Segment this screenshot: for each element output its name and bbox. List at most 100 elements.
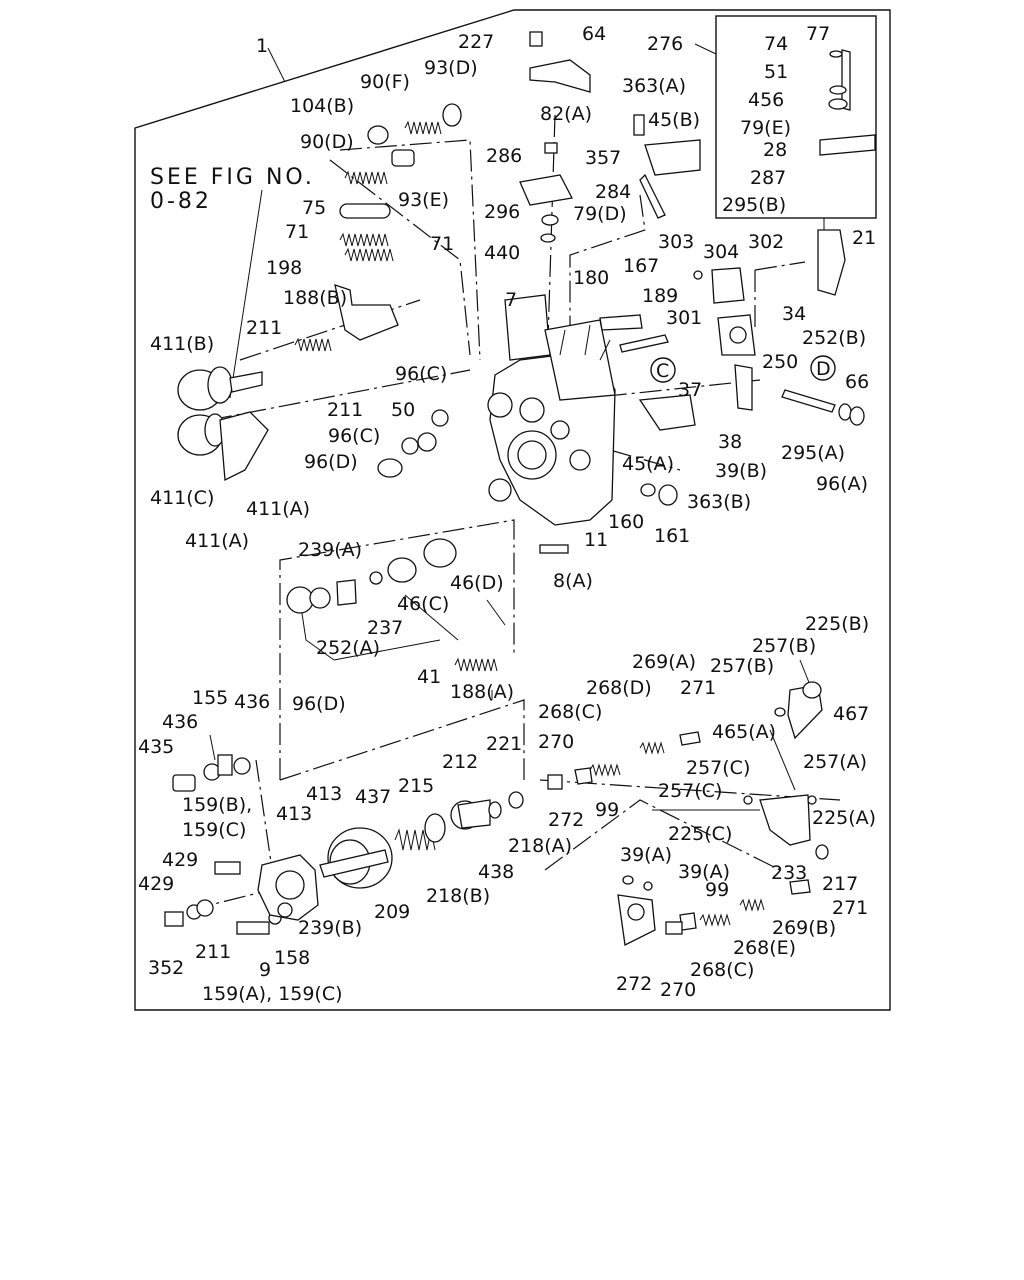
pump-housing xyxy=(487,294,616,526)
label-7: 7 xyxy=(505,289,517,311)
label-304: 304 xyxy=(703,241,739,263)
label-99-a: 99 xyxy=(595,799,619,821)
label-411b: 411(B) xyxy=(150,333,214,355)
label-211-b: 211 xyxy=(327,399,363,421)
label-225c: 225(C) xyxy=(668,823,732,845)
label-198: 198 xyxy=(266,257,302,279)
label-284: 284 xyxy=(595,181,631,203)
label-21: 21 xyxy=(852,227,876,249)
label-257c-2: 257(C) xyxy=(658,780,722,802)
label-39a-1: 39(A) xyxy=(620,844,672,866)
label-79d: 79(D) xyxy=(573,203,627,225)
label-465a: 465(A) xyxy=(712,721,776,743)
label-96d-1: 96(D) xyxy=(304,451,358,473)
label-1: 1 xyxy=(256,35,268,57)
label-155: 155 xyxy=(192,687,228,709)
label-211-a: 211 xyxy=(246,317,282,339)
label-227: 227 xyxy=(458,31,494,53)
label-436-a: 436 xyxy=(162,711,198,733)
label-159b: 159(B), xyxy=(182,794,252,816)
label-d: D xyxy=(816,358,831,380)
label-225a: 225(A) xyxy=(812,807,876,829)
label-363a: 363(A) xyxy=(622,75,686,97)
label-467: 467 xyxy=(833,703,869,725)
label-272-b: 272 xyxy=(616,973,652,995)
label-167: 167 xyxy=(623,255,659,277)
label-38: 38 xyxy=(718,431,742,453)
label-437: 437 xyxy=(355,786,391,808)
label-93e: 93(E) xyxy=(398,189,449,211)
inset-frame xyxy=(715,15,877,219)
label-268e: 268(E) xyxy=(733,937,796,959)
assembly-frame xyxy=(134,9,891,1011)
label-79e: 79(E) xyxy=(740,117,791,139)
label-456: 456 xyxy=(748,89,784,111)
label-39b: 39(B) xyxy=(715,460,767,482)
label-295a: 295(A) xyxy=(781,442,845,464)
label-188a: 188(A) xyxy=(450,681,514,703)
label-51: 51 xyxy=(764,61,788,83)
label-411c: 411(C) xyxy=(150,487,214,509)
label-268d: 268(D) xyxy=(586,677,652,699)
label-440: 440 xyxy=(484,242,520,264)
label-413-b: 413 xyxy=(276,803,312,825)
label-436-b: 436 xyxy=(234,691,270,713)
label-269b: 269(B) xyxy=(772,917,836,939)
label-352: 352 xyxy=(148,957,184,979)
label-74: 74 xyxy=(764,33,788,55)
label-252a: 252(A) xyxy=(316,637,380,659)
callout-circle-c xyxy=(650,357,676,383)
label-11: 11 xyxy=(584,529,608,551)
label-257b-1: 257(B) xyxy=(752,635,816,657)
label-90f: 90(F) xyxy=(360,71,410,93)
label-218a: 218(A) xyxy=(508,835,572,857)
label-239a: 239(A) xyxy=(298,539,362,561)
label-41: 41 xyxy=(417,666,441,688)
label-160: 160 xyxy=(608,511,644,533)
label-159c: 159(C) xyxy=(182,819,246,841)
bracket-198 xyxy=(334,284,399,341)
label-250: 250 xyxy=(762,351,798,373)
label-188b: 188(B) xyxy=(283,287,347,309)
label-268c-2: 268(C) xyxy=(690,959,754,981)
label-46c: 46(C) xyxy=(397,593,449,615)
label-276: 276 xyxy=(647,33,683,55)
label-71-b: 71 xyxy=(430,233,454,255)
label-257c-1: 257(C) xyxy=(686,757,750,779)
label-99-b: 99 xyxy=(705,879,729,901)
label-211-c: 211 xyxy=(195,941,231,963)
label-413-a: 413 xyxy=(306,783,342,805)
label-272-a: 272 xyxy=(548,809,584,831)
label-9: 9 xyxy=(259,959,271,981)
label-429-a: 429 xyxy=(162,849,198,871)
label-233: 233 xyxy=(771,862,807,884)
label-271-a: 271 xyxy=(680,677,716,699)
label-209: 209 xyxy=(374,901,410,923)
label-66: 66 xyxy=(845,371,869,393)
label-268c-1: 268(C) xyxy=(538,701,602,723)
label-411a-1: 411(A) xyxy=(246,498,310,520)
label-161: 161 xyxy=(654,525,690,547)
label-225b: 225(B) xyxy=(805,613,869,635)
label-50: 50 xyxy=(391,399,415,421)
label-270-b: 270 xyxy=(660,979,696,1001)
label-295b: 295(B) xyxy=(722,194,786,216)
label-287: 287 xyxy=(750,167,786,189)
callout-circle-d xyxy=(810,355,836,381)
label-96c-2: 96(C) xyxy=(328,425,380,447)
label-93d: 93(D) xyxy=(424,57,478,79)
label-237: 237 xyxy=(367,617,403,639)
label-435: 435 xyxy=(138,736,174,758)
actuator-upper xyxy=(177,366,263,411)
label-271-b: 271 xyxy=(832,897,868,919)
label-90d: 90(D) xyxy=(300,131,354,153)
label-296: 296 xyxy=(484,201,520,223)
label-303: 303 xyxy=(658,231,694,253)
label-28: 28 xyxy=(763,139,787,161)
label-180: 180 xyxy=(573,267,609,289)
label-96d-2: 96(D) xyxy=(292,693,346,715)
label-221: 221 xyxy=(486,733,522,755)
label-302: 302 xyxy=(748,231,784,253)
label-363b: 363(B) xyxy=(687,491,751,513)
label-158: 158 xyxy=(274,947,310,969)
